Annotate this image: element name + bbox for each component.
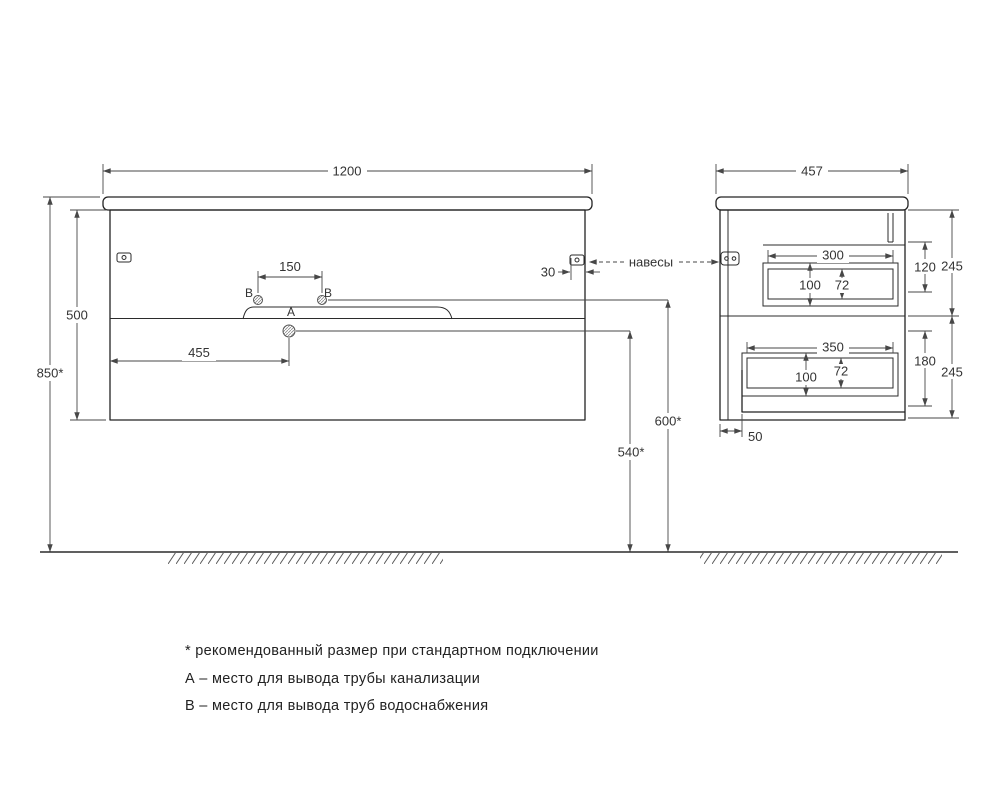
dim-bottom-drawer-offset-label: 180 [914,354,936,369]
note-point-a: А – место для вывода трубы канализации [185,671,480,687]
dim-water-outlet-height: 600* [328,299,687,553]
dim-a-offset-label: 455 [188,345,210,360]
notes: * рекомендованный размер при стандартном… [185,643,599,714]
side-cabinet-body [719,209,906,421]
dim-back-clearance-label: 50 [748,429,762,444]
note-recommended-size: * рекомендованный размер при стандартном… [185,643,599,659]
dim-top-drawer-width-label: 300 [822,248,844,263]
dim-hinge-offset: 30 [541,258,600,280]
front-countertop [102,196,593,211]
dim-bottom-drawer-depth: 100 [792,352,821,397]
ground-hatch-right [700,553,942,564]
dim-water-outlet-height-label: 600* [655,414,682,429]
water-outlet-left-point [253,295,263,305]
side-view [715,196,909,421]
dim-b-spacing-label: 150 [279,259,301,274]
dim-b-spacing: 150 [257,259,323,293]
dim-bottom-drawer-depth-label: 100 [795,370,817,385]
dim-top-drawer-depth: 100 [796,262,825,307]
dim-side-depth-label: 457 [801,164,823,179]
dim-bottom-drawer-inner: 72 [830,357,852,389]
dim-bottom-drawer-inner-label: 72 [834,364,848,379]
dim-top-drawer-inner: 72 [831,268,853,300]
dim-cabinet-height-label: 500 [66,308,88,323]
note-point-b: В – место для вывода труб водоснабжения [185,698,488,714]
dim-front-width: 1200 [102,163,593,194]
dim-top-drawer-width: 300 [767,248,894,263]
dim-front-width-label: 1200 [333,164,362,179]
hangers-callout: навесы [588,255,720,270]
drain-outlet-point [282,324,296,338]
dim-top-section-height-label: 245 [941,259,963,274]
dim-overall-height: 850* [32,196,100,553]
front-cabinet-body [109,209,586,421]
point-b-right-label: B [324,286,332,300]
dim-top-drawer-offset-label: 120 [914,260,936,275]
hangers-callout-label: навесы [629,255,673,270]
side-hanger-bracket [720,251,740,266]
ground [40,551,958,564]
dim-side-depth: 457 [715,163,909,194]
ground-hatch-left [168,553,443,564]
front-right-bracket [569,254,585,266]
dim-bottom-drawer-width-label: 350 [822,340,844,355]
dim-drain-outlet-height-label: 540* [618,445,645,460]
dim-back-clearance: 50 [719,414,762,444]
side-top-drawer [762,262,899,307]
dim-bottom-drawer-offset: 180 [908,330,940,407]
dim-top-drawer-offset: 120 [908,241,940,293]
front-handle-recess [242,306,453,320]
dim-hinge-offset-label: 30 [541,265,555,280]
dim-bottom-section-height-label: 245 [941,365,963,380]
dim-bottom-section-height: 245 [908,315,967,419]
dim-top-drawer-depth-label: 100 [799,278,821,293]
dim-top-drawer-inner-label: 72 [835,278,849,293]
front-view: B B A [102,196,593,421]
dim-drain-outlet-height: 540* [296,330,650,553]
side-pipe-recess [741,370,905,413]
dim-overall-height-label: 850* [37,366,64,381]
point-b-left-label: B [245,286,253,300]
dim-bottom-drawer-width: 350 [746,340,894,355]
dim-top-section-height: 245 [908,209,967,317]
front-left-bracket [116,252,132,263]
point-a-label: A [287,305,295,319]
dim-cabinet-height: 500 [62,209,106,421]
water-outlet-right-point [317,295,327,305]
dim-a-offset: 455 [109,338,290,366]
side-countertop [715,196,909,211]
